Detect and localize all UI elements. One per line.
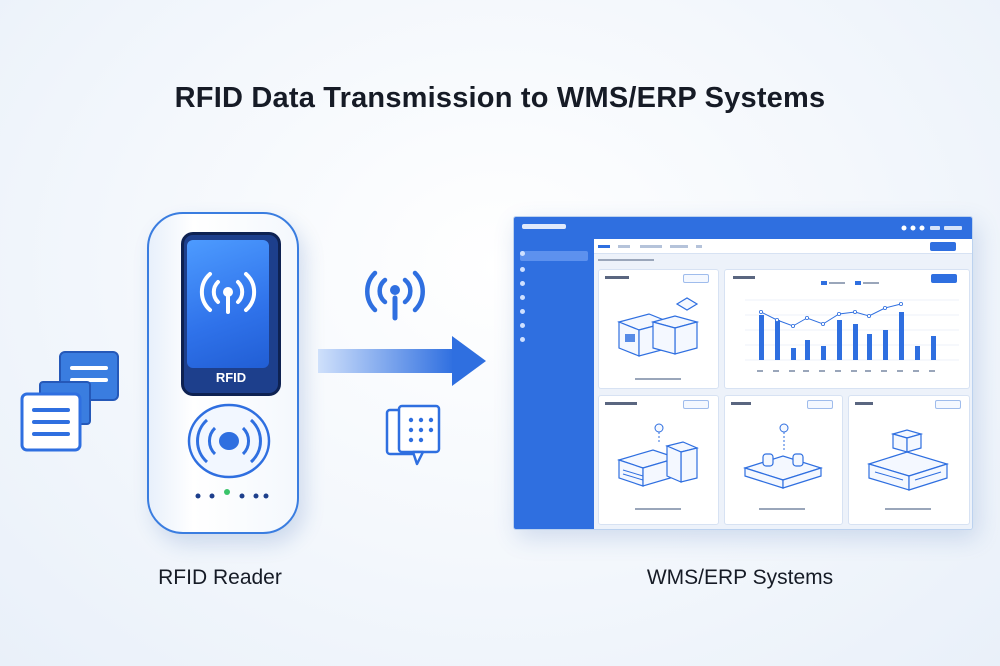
dashboard-main	[594, 239, 972, 529]
card-inventory	[598, 395, 719, 525]
chart-bar	[867, 334, 872, 360]
card-filter-button[interactable]	[807, 400, 833, 409]
card-caption	[885, 508, 931, 510]
chart-bar	[821, 346, 826, 360]
chart-action-button[interactable]	[931, 274, 957, 283]
arrow-right-icon	[318, 336, 486, 386]
chart-bar	[883, 330, 888, 360]
card-chart	[724, 269, 970, 389]
card-caption	[635, 378, 681, 380]
sidebar-item-5[interactable]	[520, 309, 588, 319]
card-title	[731, 402, 751, 405]
sidebar-item-dashboard[interactable]	[520, 251, 588, 261]
sidebar-item-7[interactable]	[520, 337, 588, 347]
rfid-reader-caption: RFID Reader	[158, 566, 282, 589]
card-title	[605, 402, 637, 405]
wms-erp-dashboard	[513, 216, 973, 530]
pallet-boxes-icon	[616, 423, 699, 487]
warehouse-boxes-icon	[617, 297, 700, 357]
chart-bar	[805, 340, 810, 360]
sidebar-item-3[interactable]	[520, 281, 588, 291]
rfid-signal-icon	[365, 270, 425, 321]
status-leds	[195, 489, 269, 499]
chart-line	[760, 303, 902, 327]
dashboard-sidebar	[514, 239, 594, 529]
chart-bar	[915, 346, 920, 360]
chart-bar	[775, 320, 780, 360]
dashboard-brand-logo	[522, 222, 568, 234]
chart-bar	[853, 324, 858, 360]
dashboard-tab-row	[594, 239, 972, 254]
server-device-icon	[866, 429, 950, 491]
chart-bar	[759, 315, 764, 360]
sidebar-item-2[interactable]	[520, 267, 588, 277]
card-title	[733, 276, 755, 279]
nfc-icon	[187, 403, 271, 479]
device-screen-label: RFID	[215, 370, 247, 385]
card-filter-button[interactable]	[935, 400, 961, 409]
document-icon	[20, 351, 119, 452]
card-warehouse	[598, 269, 719, 389]
wms-erp-caption: WMS/ERP Systems	[646, 566, 834, 589]
card-title	[855, 402, 873, 405]
card-caption	[635, 508, 681, 510]
card-erp	[848, 395, 970, 525]
page-title: RFID Data Transmission to WMS/ERP System…	[174, 82, 826, 114]
bar-line-chart	[745, 299, 959, 372]
topbar-icons	[901, 225, 962, 231]
card-filter-button[interactable]	[683, 400, 709, 409]
chart-legend	[821, 281, 879, 285]
dashboard-topbar	[514, 217, 972, 239]
sidebar-item-4[interactable]	[520, 295, 588, 305]
top-action-button[interactable]	[930, 242, 956, 251]
chart-bar	[791, 348, 796, 360]
sidebar-item-6[interactable]	[520, 323, 588, 333]
card-scanner	[724, 395, 843, 525]
rfid-gate-icon	[743, 423, 823, 489]
rfid-signal-icon	[199, 272, 257, 314]
chart-bar	[899, 312, 904, 360]
card-title	[605, 276, 629, 279]
chart-bar	[931, 336, 936, 360]
chart-bar	[837, 320, 842, 360]
dashboard-tabs[interactable]	[598, 244, 718, 249]
message-dots-icon	[385, 404, 441, 466]
card-filter-button[interactable]	[683, 274, 709, 283]
breadcrumb	[598, 259, 654, 261]
card-caption	[759, 508, 805, 510]
